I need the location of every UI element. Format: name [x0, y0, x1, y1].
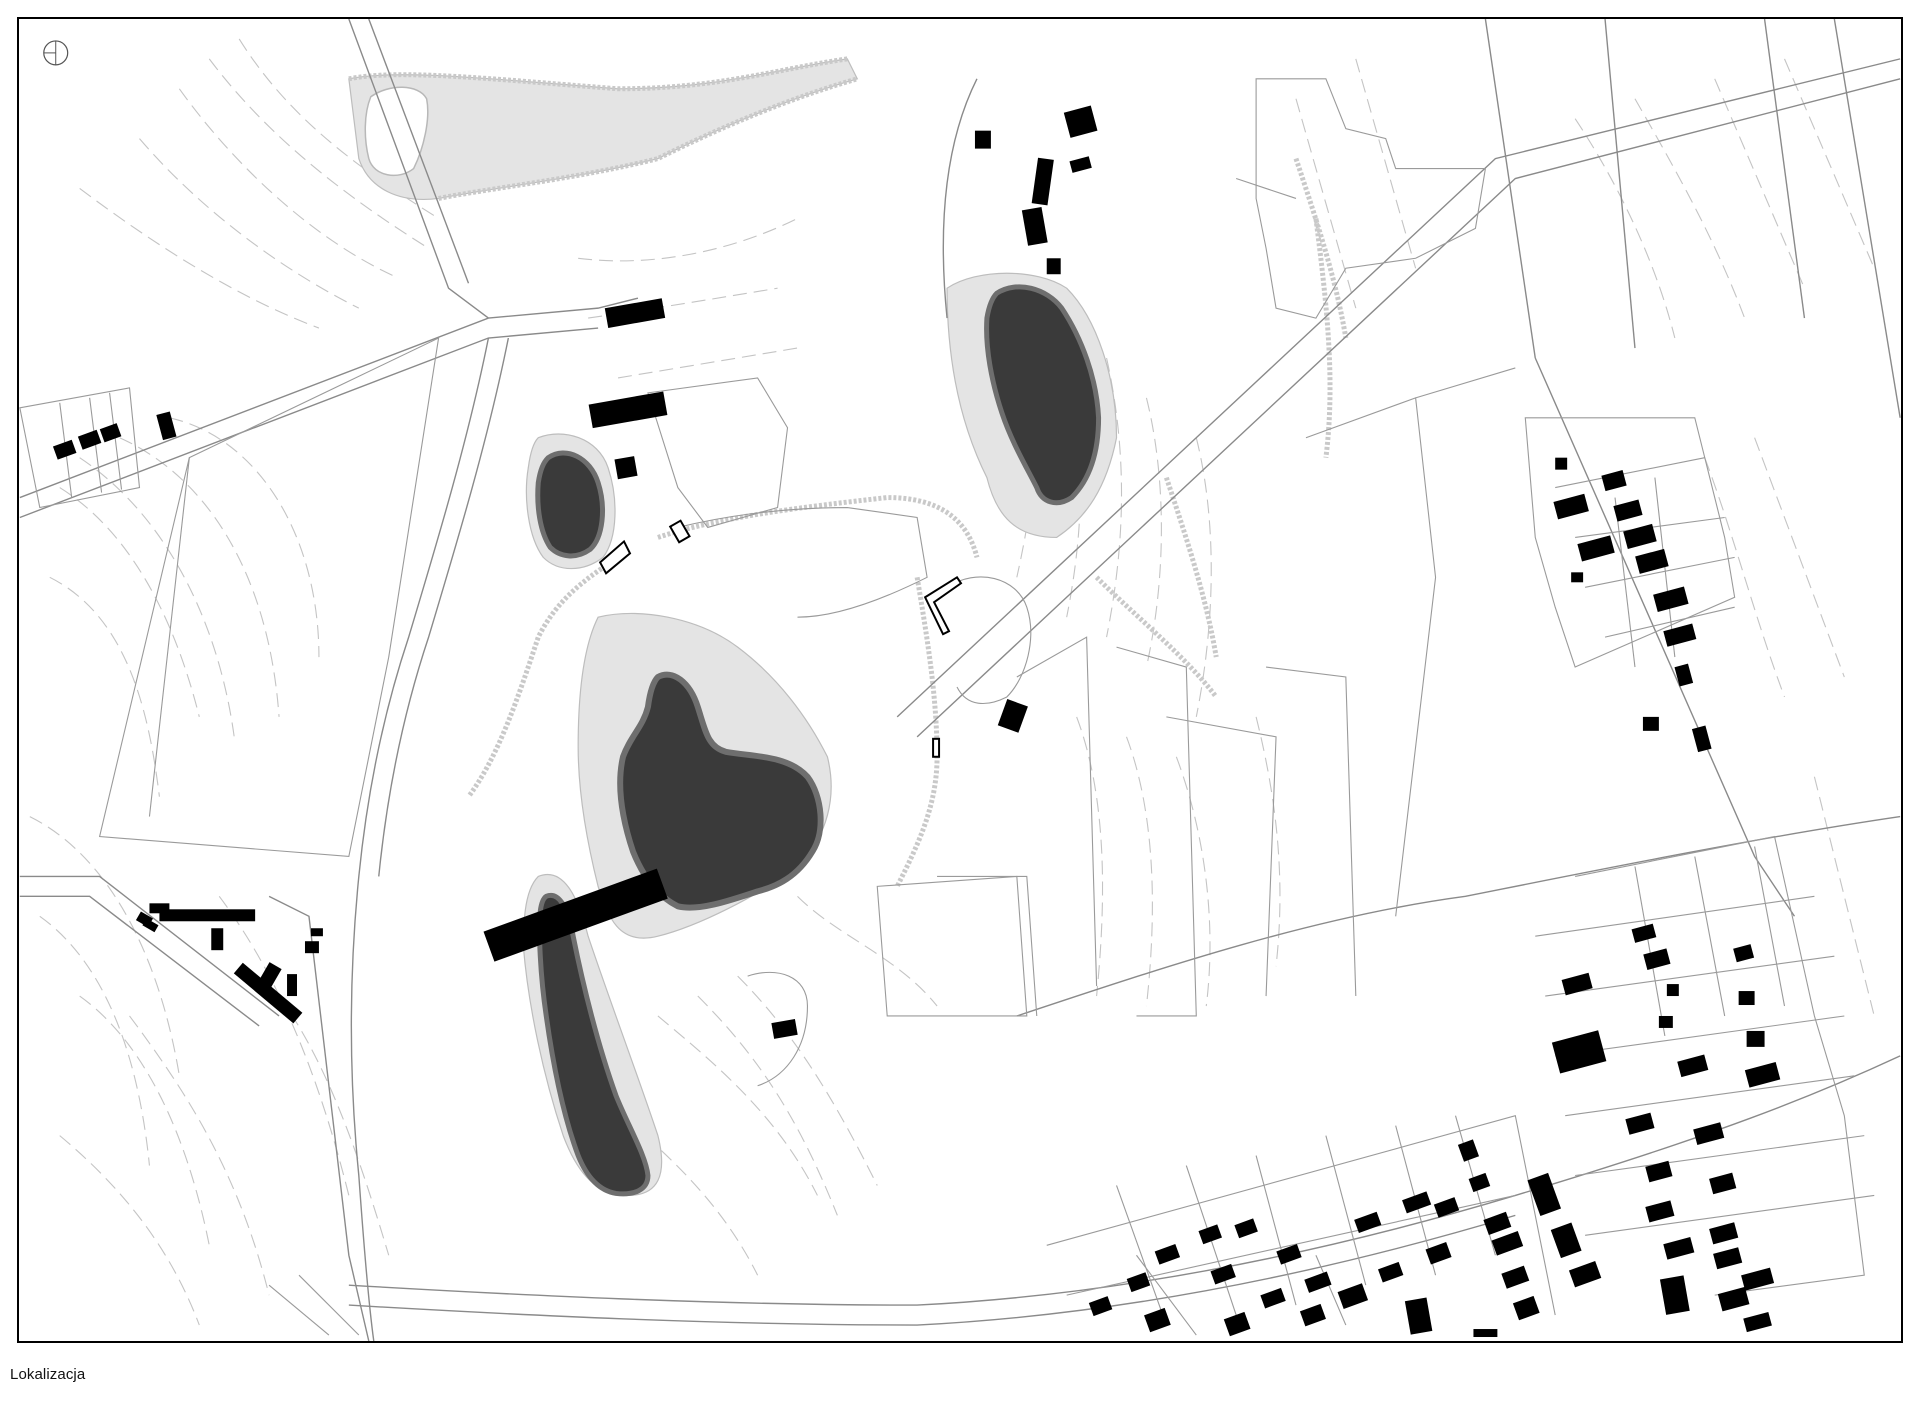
bridge [483, 868, 668, 962]
contour-lines [29, 38, 1875, 1326]
site-plan-map [19, 19, 1901, 1341]
lake-northwest [535, 450, 605, 559]
lake-northeast [984, 284, 1102, 506]
quarry-terrain [348, 56, 1349, 1197]
lake-southwest [537, 892, 651, 1197]
map-caption: Lokalizacja [10, 1366, 86, 1383]
water-bodies [535, 284, 1102, 1197]
north-arrow-icon [43, 40, 69, 66]
outlined-structures [598, 519, 963, 758]
buildings [52, 105, 1781, 1338]
roads-and-parcels [19, 19, 1901, 1341]
lake-central [617, 671, 824, 911]
map-frame [17, 17, 1903, 1343]
